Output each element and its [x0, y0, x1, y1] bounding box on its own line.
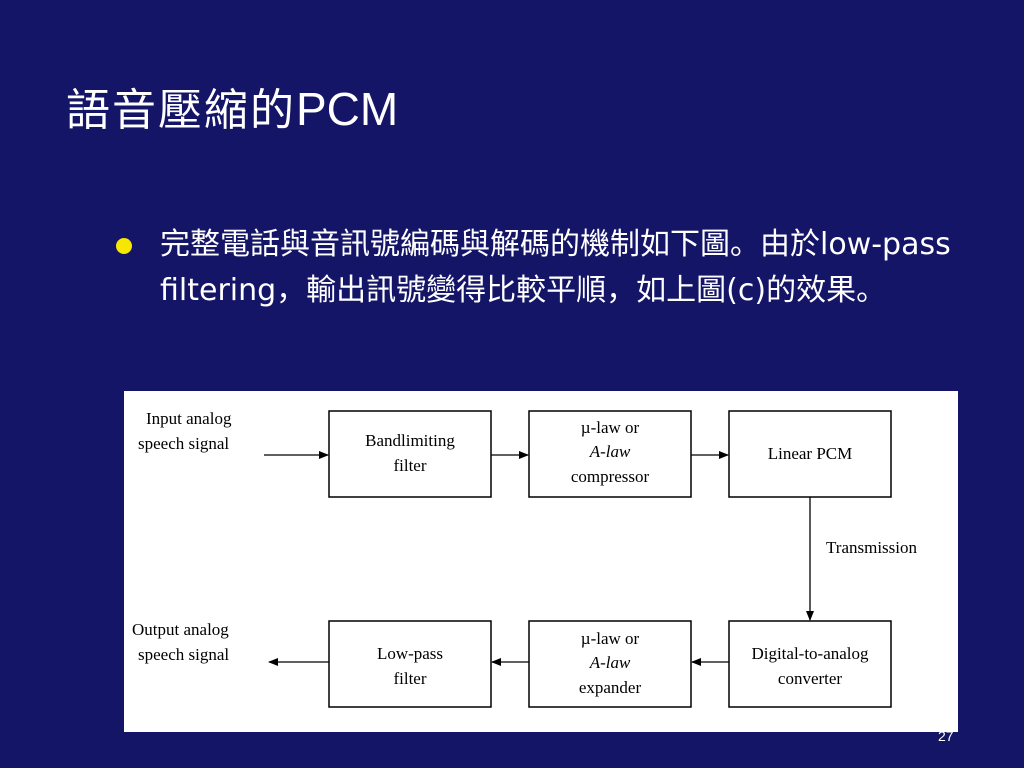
- bandlimiting-filter-line-1: Bandlimiting: [365, 431, 455, 450]
- output-label-line-1: Output analog: [132, 620, 229, 639]
- slide-title-latin: PCM: [296, 83, 399, 135]
- expander-line-2: A-law: [589, 653, 631, 672]
- bullet-text: 完整電話與音訊號編碼與解碼的機制如下圖。由於low-pass filtering…: [160, 227, 951, 308]
- page-number: 27: [938, 728, 954, 744]
- compressor-line-2: A-law: [589, 442, 631, 461]
- expander-block: [528, 620, 692, 708]
- bullet-dot-icon: [116, 238, 132, 254]
- dac-line-1: Digital-to-analog: [751, 644, 869, 663]
- dac-block: [728, 620, 892, 708]
- compressor-block: [528, 410, 692, 498]
- linear-pcm-label: Linear PCM: [768, 444, 853, 463]
- low-pass-filter-line-2: filter: [393, 669, 426, 688]
- compressor-line-1: µ-law or: [581, 418, 640, 437]
- bandlimiting-filter-block: [328, 410, 492, 498]
- slide-title-cjk: 語音壓縮的: [66, 85, 296, 136]
- expander-line-1: µ-law or: [581, 629, 640, 648]
- slide-title: 語音壓縮的PCM: [66, 76, 398, 144]
- bullet-item: 完整電話與音訊號編碼與解碼的機制如下圖。由於low-pass filtering…: [116, 222, 966, 314]
- input-label-line-1: Input analog: [146, 409, 232, 428]
- linear-pcm-block: [728, 410, 892, 498]
- low-pass-filter-block: [328, 620, 492, 708]
- transmission-label: Transmission: [826, 538, 918, 557]
- pcm-block-diagram: Input analog speech signal Output analog…: [124, 391, 958, 732]
- compressor-line-3: compressor: [571, 467, 650, 486]
- diagram-svg: Input analog speech signal Output analog…: [132, 409, 918, 708]
- low-pass-filter-line-1: Low-pass: [377, 644, 443, 663]
- bandlimiting-filter-line-2: filter: [393, 456, 426, 475]
- expander-line-3: expander: [579, 678, 642, 697]
- dac-line-2: converter: [778, 669, 843, 688]
- output-label-line-2: speech signal: [138, 645, 229, 664]
- input-label-line-2: speech signal: [138, 434, 229, 453]
